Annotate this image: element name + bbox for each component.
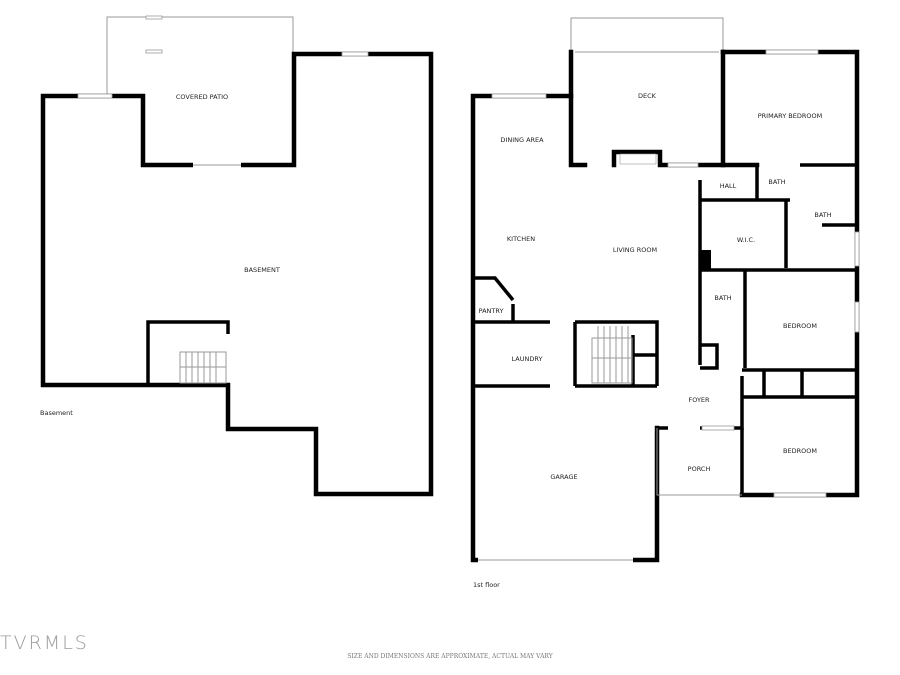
deck-walls xyxy=(568,49,726,168)
room-label-bath-1: BATH xyxy=(768,178,785,186)
room-label-garage: GARAGE xyxy=(550,473,577,481)
column xyxy=(701,250,711,270)
first-floor-plan: DECK PRIMARY BEDROOM DINING AREA HALL BA… xyxy=(470,17,860,589)
room-label-primary-bedroom: PRIMARY BEDROOM xyxy=(758,112,822,120)
room-label-basement: BASEMENT xyxy=(244,266,280,274)
bedroom-wing-walls xyxy=(698,163,857,495)
covered-patio-outline xyxy=(106,16,294,96)
deck-railing xyxy=(570,17,724,52)
room-label-bedroom-1: BEDROOM xyxy=(783,322,817,330)
room-label-porch: PORCH xyxy=(688,465,711,473)
room-label-bath-3: BATH xyxy=(714,294,731,302)
room-label-kitchen: KITCHEN xyxy=(507,235,535,243)
basement-caption: Basement xyxy=(40,409,73,417)
room-label-deck: DECK xyxy=(638,92,657,100)
basement-stairs xyxy=(179,351,227,384)
porch-outline xyxy=(656,428,742,496)
first-floor-caption: 1st floor xyxy=(473,581,500,589)
room-label-bath-2: BATH xyxy=(814,211,831,219)
kitchen-laundry-walls xyxy=(473,276,659,388)
room-label-living-room: LIVING ROOM xyxy=(613,246,657,254)
room-label-hall: HALL xyxy=(720,182,737,190)
room-label-laundry: LAUNDRY xyxy=(512,355,543,363)
room-label-dining-area: DINING AREA xyxy=(500,136,544,144)
basement-plan: COVERED PATIO BASEMENT Basement xyxy=(40,15,434,497)
room-label-pantry: PANTRY xyxy=(479,307,504,315)
fireplace xyxy=(619,153,657,165)
first-floor-exterior-walls xyxy=(470,49,860,563)
basement-stair-walls xyxy=(146,320,230,385)
room-label-covered-patio: COVERED PATIO xyxy=(176,93,228,101)
room-label-bedroom-2: BEDROOM xyxy=(783,447,817,455)
room-label-foyer: FOYER xyxy=(688,396,710,404)
tvrmls-logo: TVRMLS xyxy=(0,632,89,654)
room-label-wic: W.I.C. xyxy=(737,236,755,244)
basement-walls xyxy=(40,51,434,497)
disclaimer: SIZE AND DIMENSIONS ARE APPROXIMATE, ACT… xyxy=(347,653,553,660)
first-floor-stairs xyxy=(591,326,633,384)
